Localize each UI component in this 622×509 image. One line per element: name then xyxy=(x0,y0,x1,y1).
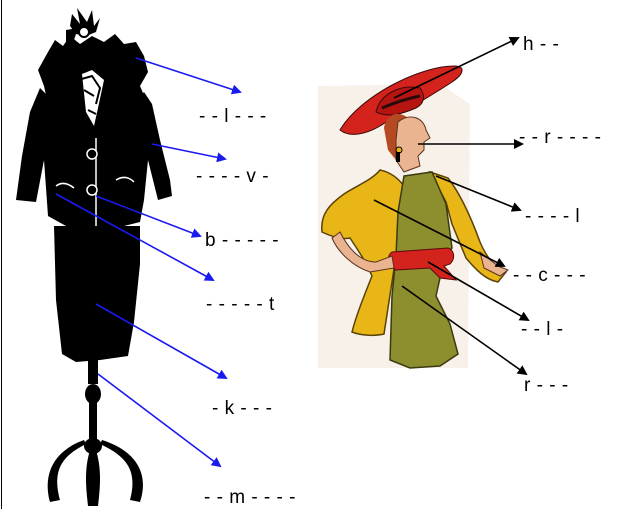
woman-figure xyxy=(318,65,510,369)
arrow-hat xyxy=(393,36,520,99)
label-stand: - - m - - - - xyxy=(204,487,296,508)
jacket xyxy=(16,88,172,232)
label-skirt: - k - - - xyxy=(212,398,273,419)
label-hat: h - - xyxy=(523,34,560,55)
arrow-fur xyxy=(135,57,242,95)
mannequin-stand xyxy=(47,356,143,506)
label-coat: - - c - - - xyxy=(513,265,587,286)
label-fur: - - l - - - xyxy=(199,106,267,127)
label-dress: r - - - xyxy=(524,375,569,396)
suit-mannequin xyxy=(16,8,172,506)
red-hat xyxy=(339,65,463,135)
skirt xyxy=(54,226,140,362)
mannequin-topper xyxy=(66,8,100,42)
label-button: b - - - - - xyxy=(205,230,280,251)
arrow-belt xyxy=(427,261,530,322)
arrow-collar xyxy=(435,175,522,212)
label-pocket: - - - - - t xyxy=(206,294,275,315)
arrow-pocket xyxy=(55,193,215,281)
arrow-stand xyxy=(97,373,222,468)
arrow-dress xyxy=(401,285,528,376)
woman-face xyxy=(395,116,431,173)
label-belt: - - l - xyxy=(521,319,564,340)
jacket-button-2 xyxy=(86,184,98,196)
suit-arrows xyxy=(55,57,242,468)
arrow-skirt xyxy=(95,303,228,379)
woman-arrows xyxy=(373,36,530,376)
left-border xyxy=(1,0,2,509)
label-earring: - - r - - - - xyxy=(519,127,602,148)
jacket-button-1 xyxy=(86,148,98,160)
label-collar: - - - - l xyxy=(525,206,581,227)
label-sleeve: - - - - v - xyxy=(196,166,270,187)
arrow-button xyxy=(95,195,202,238)
arrow-sleeve xyxy=(151,143,227,163)
arrow-coat xyxy=(373,199,506,267)
